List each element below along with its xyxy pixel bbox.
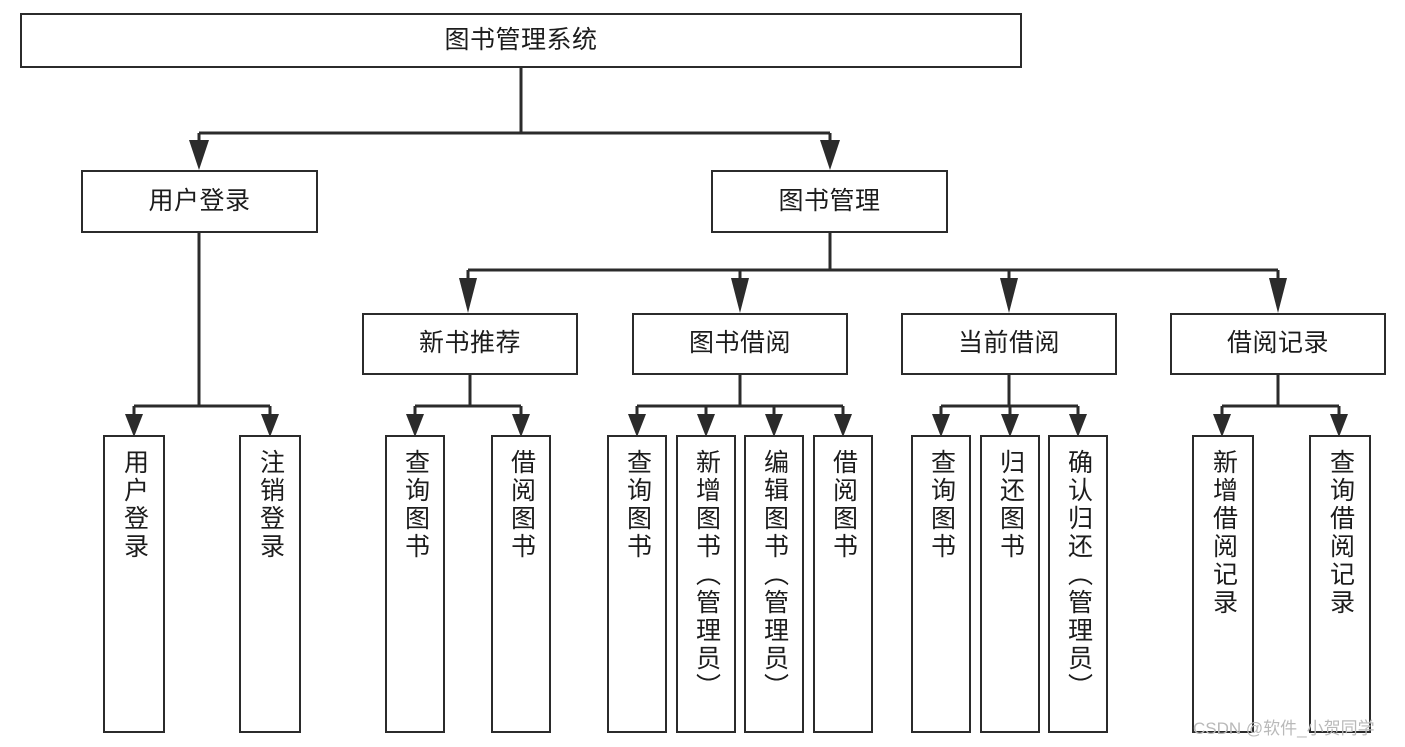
leaf-user-login-login[interactable]: 用户登录: [103, 435, 165, 733]
leaf-current-borrow-query[interactable]: 查询图书: [911, 435, 971, 733]
arrowhead-bb-leaf-0: [628, 414, 646, 437]
node-current-borrow[interactable]: 当前借阅: [901, 313, 1117, 375]
arrowhead-new-book: [459, 278, 477, 313]
arrowhead-user-login: [189, 140, 209, 170]
leaf-book-borrow-borrow[interactable]: 借阅图书: [813, 435, 873, 733]
arrowhead-nb-leaf-0: [406, 414, 424, 437]
node-borrow-record-label: 借阅记录: [1226, 329, 1329, 358]
leaf-borrow-record-query[interactable]: 查询借阅记录: [1309, 435, 1371, 733]
node-book-borrow-label: 图书借阅: [688, 329, 791, 358]
arrowhead-book-manage: [820, 140, 840, 170]
leaf-current-borrow-return[interactable]: 归还图书: [980, 435, 1040, 733]
leaf-user-login-logout-label: 注销登录: [256, 449, 285, 561]
arrowhead-cb-leaf-1: [1001, 414, 1019, 437]
node-current-borrow-label: 当前借阅: [957, 329, 1060, 358]
leaf-book-borrow-edit-label: 编辑图书（管理员）: [760, 449, 789, 701]
node-book-management[interactable]: 图书管理: [711, 170, 948, 233]
leaf-user-login-logout[interactable]: 注销登录: [239, 435, 301, 733]
leaf-new-book-query-label: 查询图书: [401, 449, 430, 561]
arrowhead-borrow-record: [1269, 278, 1287, 313]
node-new-book-recommend[interactable]: 新书推荐: [362, 313, 578, 375]
node-borrow-record[interactable]: 借阅记录: [1170, 313, 1386, 375]
leaf-borrow-record-add-label: 新增借阅记录: [1209, 449, 1238, 617]
leaf-current-borrow-return-label: 归还图书: [996, 449, 1025, 561]
csdn-watermark: CSDN @软件_小贺同学: [1193, 719, 1375, 738]
node-new-book-recommend-label: 新书推荐: [418, 329, 521, 358]
leaf-book-borrow-query[interactable]: 查询图书: [607, 435, 667, 733]
node-book-borrow[interactable]: 图书借阅: [632, 313, 848, 375]
node-book-management-label: 图书管理: [778, 186, 881, 215]
leaf-book-borrow-add[interactable]: 新增图书（管理员）: [676, 435, 736, 733]
node-root-system-label: 图书管理系统: [444, 25, 598, 54]
node-user-login[interactable]: 用户登录: [81, 170, 318, 233]
leaf-new-book-query[interactable]: 查询图书: [385, 435, 445, 733]
leaf-new-book-borrow-label: 借阅图书: [507, 449, 536, 561]
arrowhead-br-leaf-1: [1330, 414, 1348, 437]
arrowhead-book-borrow: [731, 278, 749, 313]
leaf-user-login-login-label: 用户登录: [120, 449, 149, 561]
node-user-login-label: 用户登录: [148, 186, 251, 215]
arrowhead-bb-leaf-3: [834, 414, 852, 437]
arrowhead-cb-leaf-0: [932, 414, 950, 437]
leaf-current-borrow-confirm-return[interactable]: 确认归还（管理员）: [1048, 435, 1108, 733]
leaf-current-borrow-query-label: 查询图书: [927, 449, 956, 561]
arrowhead-bb-leaf-1: [697, 414, 715, 437]
arrowhead-nb-leaf-1: [512, 414, 530, 437]
leaf-new-book-borrow[interactable]: 借阅图书: [491, 435, 551, 733]
arrowhead-cb-leaf-2: [1069, 414, 1087, 437]
leaf-borrow-record-add[interactable]: 新增借阅记录: [1192, 435, 1254, 733]
arrowhead-bb-leaf-2: [765, 414, 783, 437]
leaf-book-borrow-edit[interactable]: 编辑图书（管理员）: [744, 435, 804, 733]
node-root-system[interactable]: 图书管理系统: [20, 13, 1022, 68]
leaf-book-borrow-borrow-label: 借阅图书: [829, 449, 858, 561]
arrowhead-current-borrow: [1000, 278, 1018, 313]
arrowhead-ul-leaf-0: [125, 414, 143, 437]
leaf-borrow-record-query-label: 查询借阅记录: [1326, 449, 1355, 617]
leaf-book-borrow-add-label: 新增图书（管理员）: [692, 449, 721, 701]
arrowhead-br-leaf-0: [1213, 414, 1231, 437]
arrowhead-ul-leaf-1: [261, 414, 279, 437]
leaf-book-borrow-query-label: 查询图书: [623, 449, 652, 561]
leaf-current-borrow-confirm-return-label: 确认归还（管理员）: [1064, 449, 1093, 701]
